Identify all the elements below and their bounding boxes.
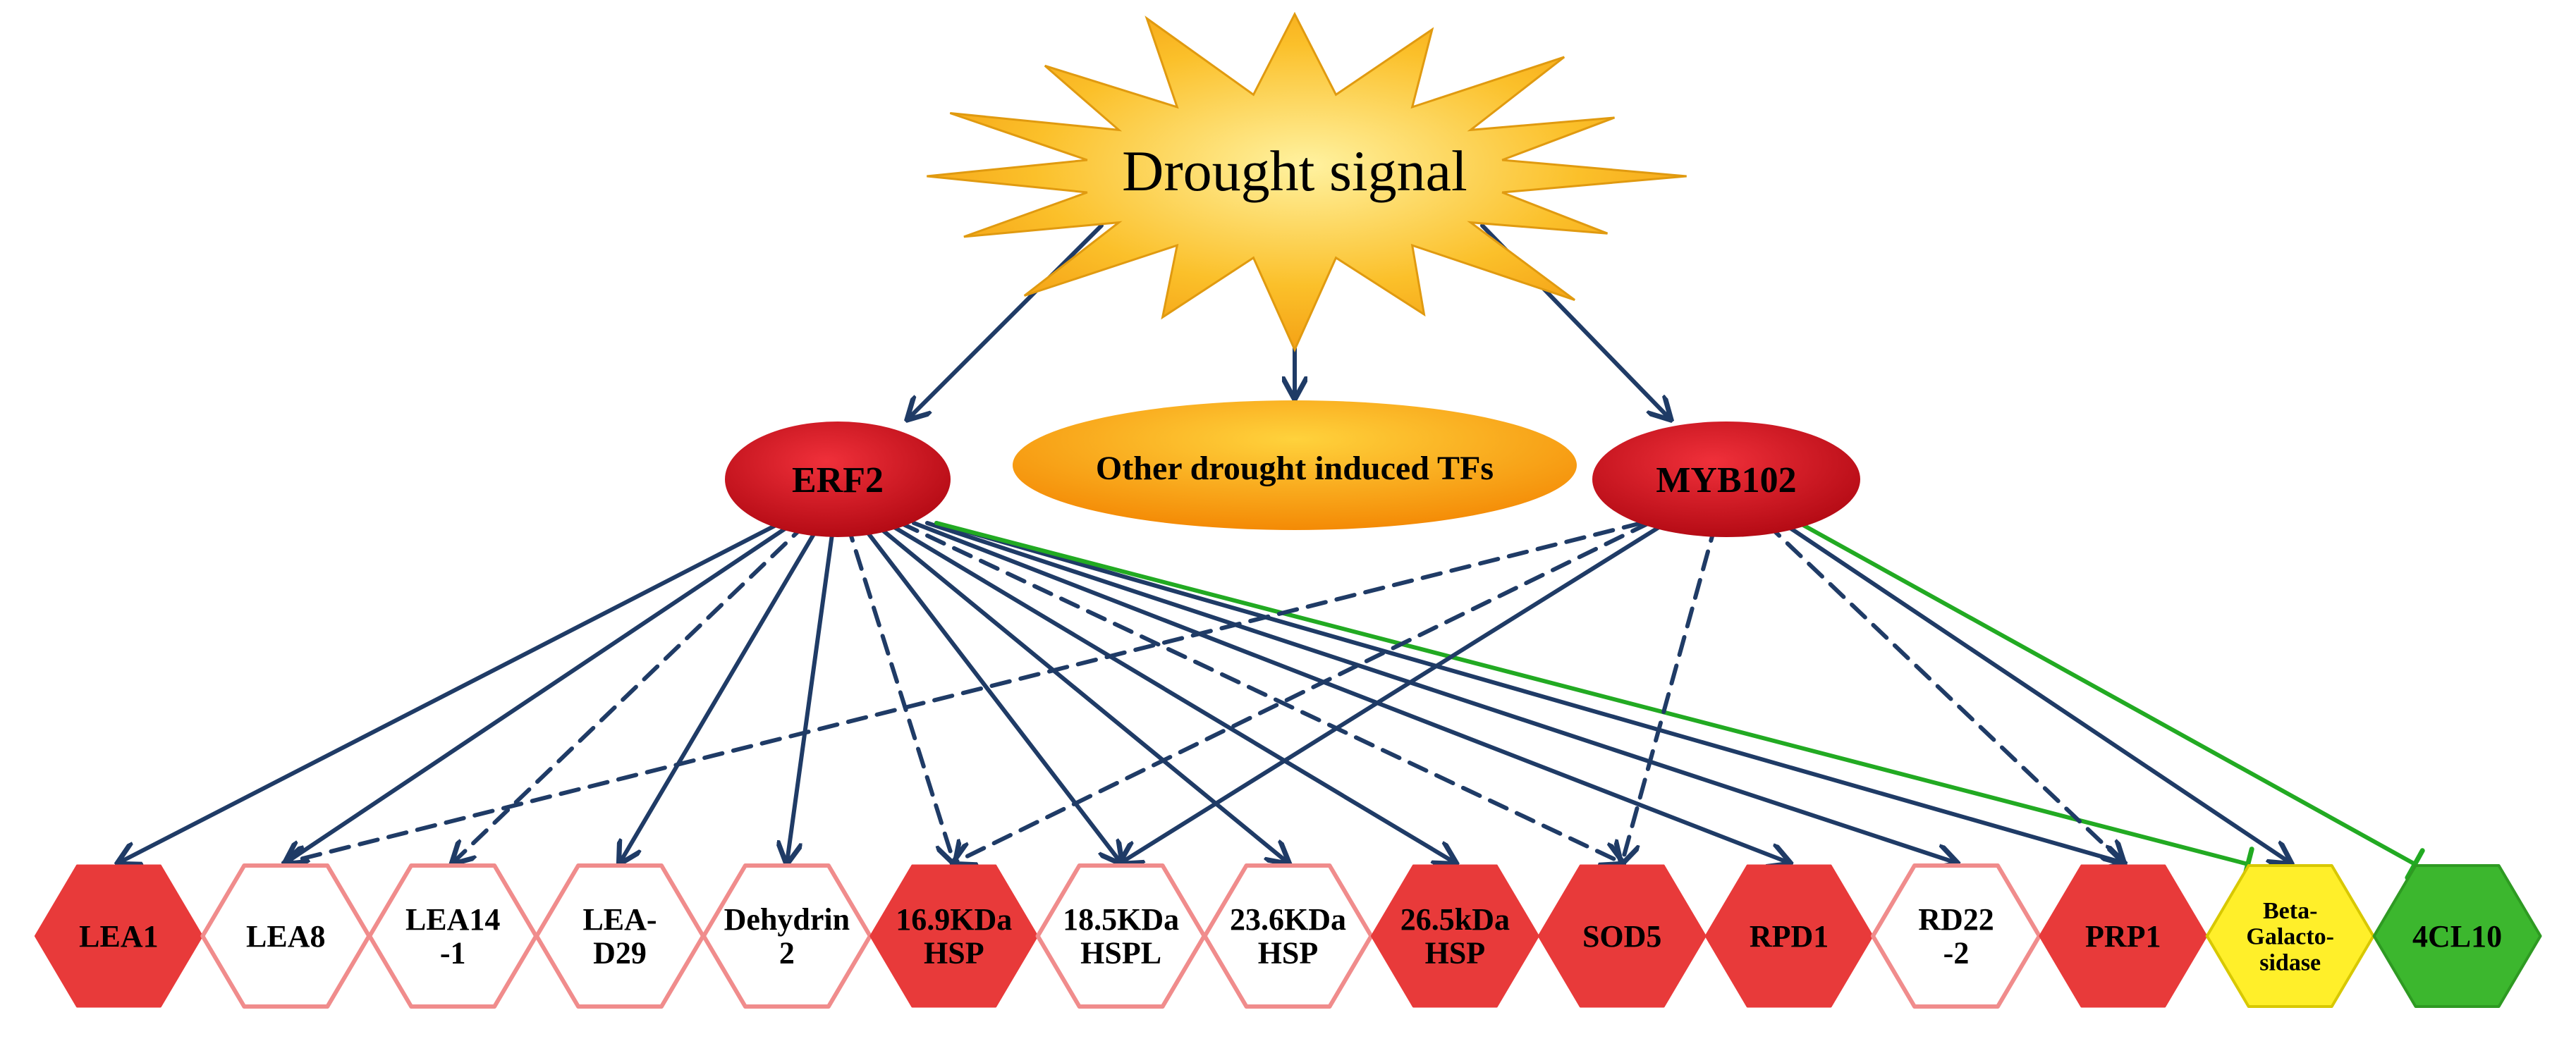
edge-erf2-to-rpd1 (911, 521, 1789, 863)
edge-erf2-to-rd22 (924, 521, 1956, 863)
erf2-ellipse (725, 422, 951, 537)
gene-label-hsp185: 18.5KDa (1063, 902, 1179, 937)
drought-signal-label: Drought signal (1122, 139, 1467, 203)
edge-erf2-to-lea1 (118, 521, 783, 863)
edge-erf2-to-hsp169 (845, 521, 954, 863)
gene-node-betag: Beta-Galacto-sidase (2205, 864, 2375, 1008)
edge-erf2-to-prp1 (934, 521, 2123, 863)
gene-label-prp1: PRP1 (2085, 919, 2161, 954)
gene-label-betag: Beta- (2263, 898, 2317, 924)
gene-node-4cl10: 4CL10 (2372, 864, 2542, 1008)
gene-label-4cl10: 4CL10 (2412, 919, 2502, 954)
starburst-icon (927, 11, 1687, 352)
edge-erf2-to-lea8 (286, 521, 796, 863)
gene-label-dehy2: Dehydrin (724, 902, 850, 937)
gene-label-hsp236: 23.6KDa (1230, 902, 1346, 937)
erf2-node: ERF2 (725, 422, 951, 537)
gene-label-lea1: LEA1 (79, 919, 158, 954)
edges-layer (118, 223, 2425, 882)
gene-label-dehy2: 2 (779, 936, 795, 971)
edge-erf2-to-lea14 (453, 521, 810, 863)
edge-myb102-to-sod5 (1622, 521, 1719, 863)
edge-myb102-to-prp1 (1764, 521, 2123, 863)
other-tfs-label: Other drought induced TFs (1096, 450, 1494, 487)
edge-erf2-to-hsp265 (885, 521, 1455, 863)
gene-label-betag: sidase (2259, 949, 2321, 976)
gene-node-rd22: RD22-2 (1870, 863, 2041, 1009)
myb102-label: MYB102 (1656, 460, 1796, 500)
other-tfs-ellipse (1013, 400, 1577, 530)
edge-erf2-to-hsp185 (858, 521, 1121, 863)
edge-signal-to-erf2 (908, 223, 1104, 419)
gene-node-leaD29: LEA-D29 (535, 863, 706, 1009)
edge-myb102-to-hsp185 (1121, 521, 1668, 863)
gene-label-leaD29: LEA- (582, 902, 657, 937)
gene-label-betag: Galacto- (2246, 924, 2334, 950)
gene-label-hsp265: HSP (1425, 936, 1486, 971)
edge-myb102-to-lea8 (286, 521, 1644, 863)
gene-label-rd22: RD22 (1918, 902, 1994, 937)
gene-label-hsp236: HSP (1258, 936, 1319, 971)
gene-label-rpd1: RPD1 (1750, 919, 1829, 954)
edge-erf2-to-betag (934, 521, 2250, 866)
gene-label-rd22: -2 (1943, 936, 1970, 971)
gene-label-lea8: LEA8 (246, 919, 325, 954)
myb102-ellipse (1592, 422, 1860, 537)
gene-node-lea1: LEA1 (34, 864, 203, 1008)
gene-node-prp1: PRP1 (2039, 864, 2208, 1008)
gene-label-hsp265: 26.5kDa (1400, 902, 1510, 937)
hexagon-icon (2372, 864, 2542, 1008)
myb102-node: MYB102 (1592, 422, 1860, 537)
gene-label-leaD29: D29 (593, 936, 647, 971)
drought-signal-node: Drought signal (927, 11, 1687, 352)
erf2-label: ERF2 (792, 460, 884, 500)
gene-label-hsp169: HSP (924, 936, 984, 971)
gene-label-lea14: -1 (440, 936, 466, 971)
gene-label-sod5: SOD5 (1582, 919, 1661, 954)
edge-erf2-to-sod5 (898, 521, 1622, 863)
edge-erf2-to-hsp236 (872, 521, 1288, 863)
gene-node-sod5: SOD5 (1537, 864, 1707, 1008)
edge-erf2-to-dehy2 (787, 521, 836, 863)
gene-node-lea14: LEA14-1 (367, 863, 539, 1009)
edge-myb102-to-betag (1781, 521, 2290, 863)
other-tfs-node: Other drought induced TFs (1013, 400, 1577, 530)
edge-myb102-to-hsp169 (954, 521, 1652, 863)
gene-node-rpd1: RPD1 (1704, 864, 1874, 1008)
gene-label-lea14: LEA14 (405, 902, 500, 937)
edge-myb102-to-4cl10 (1797, 521, 2417, 866)
gene-node-lea8: LEA8 (200, 863, 372, 1009)
gene-label-hsp185: HSPL (1080, 936, 1161, 971)
gene-label-hsp169: 16.9KDa (896, 902, 1012, 937)
edge-erf2-to-leaD29 (620, 521, 823, 863)
